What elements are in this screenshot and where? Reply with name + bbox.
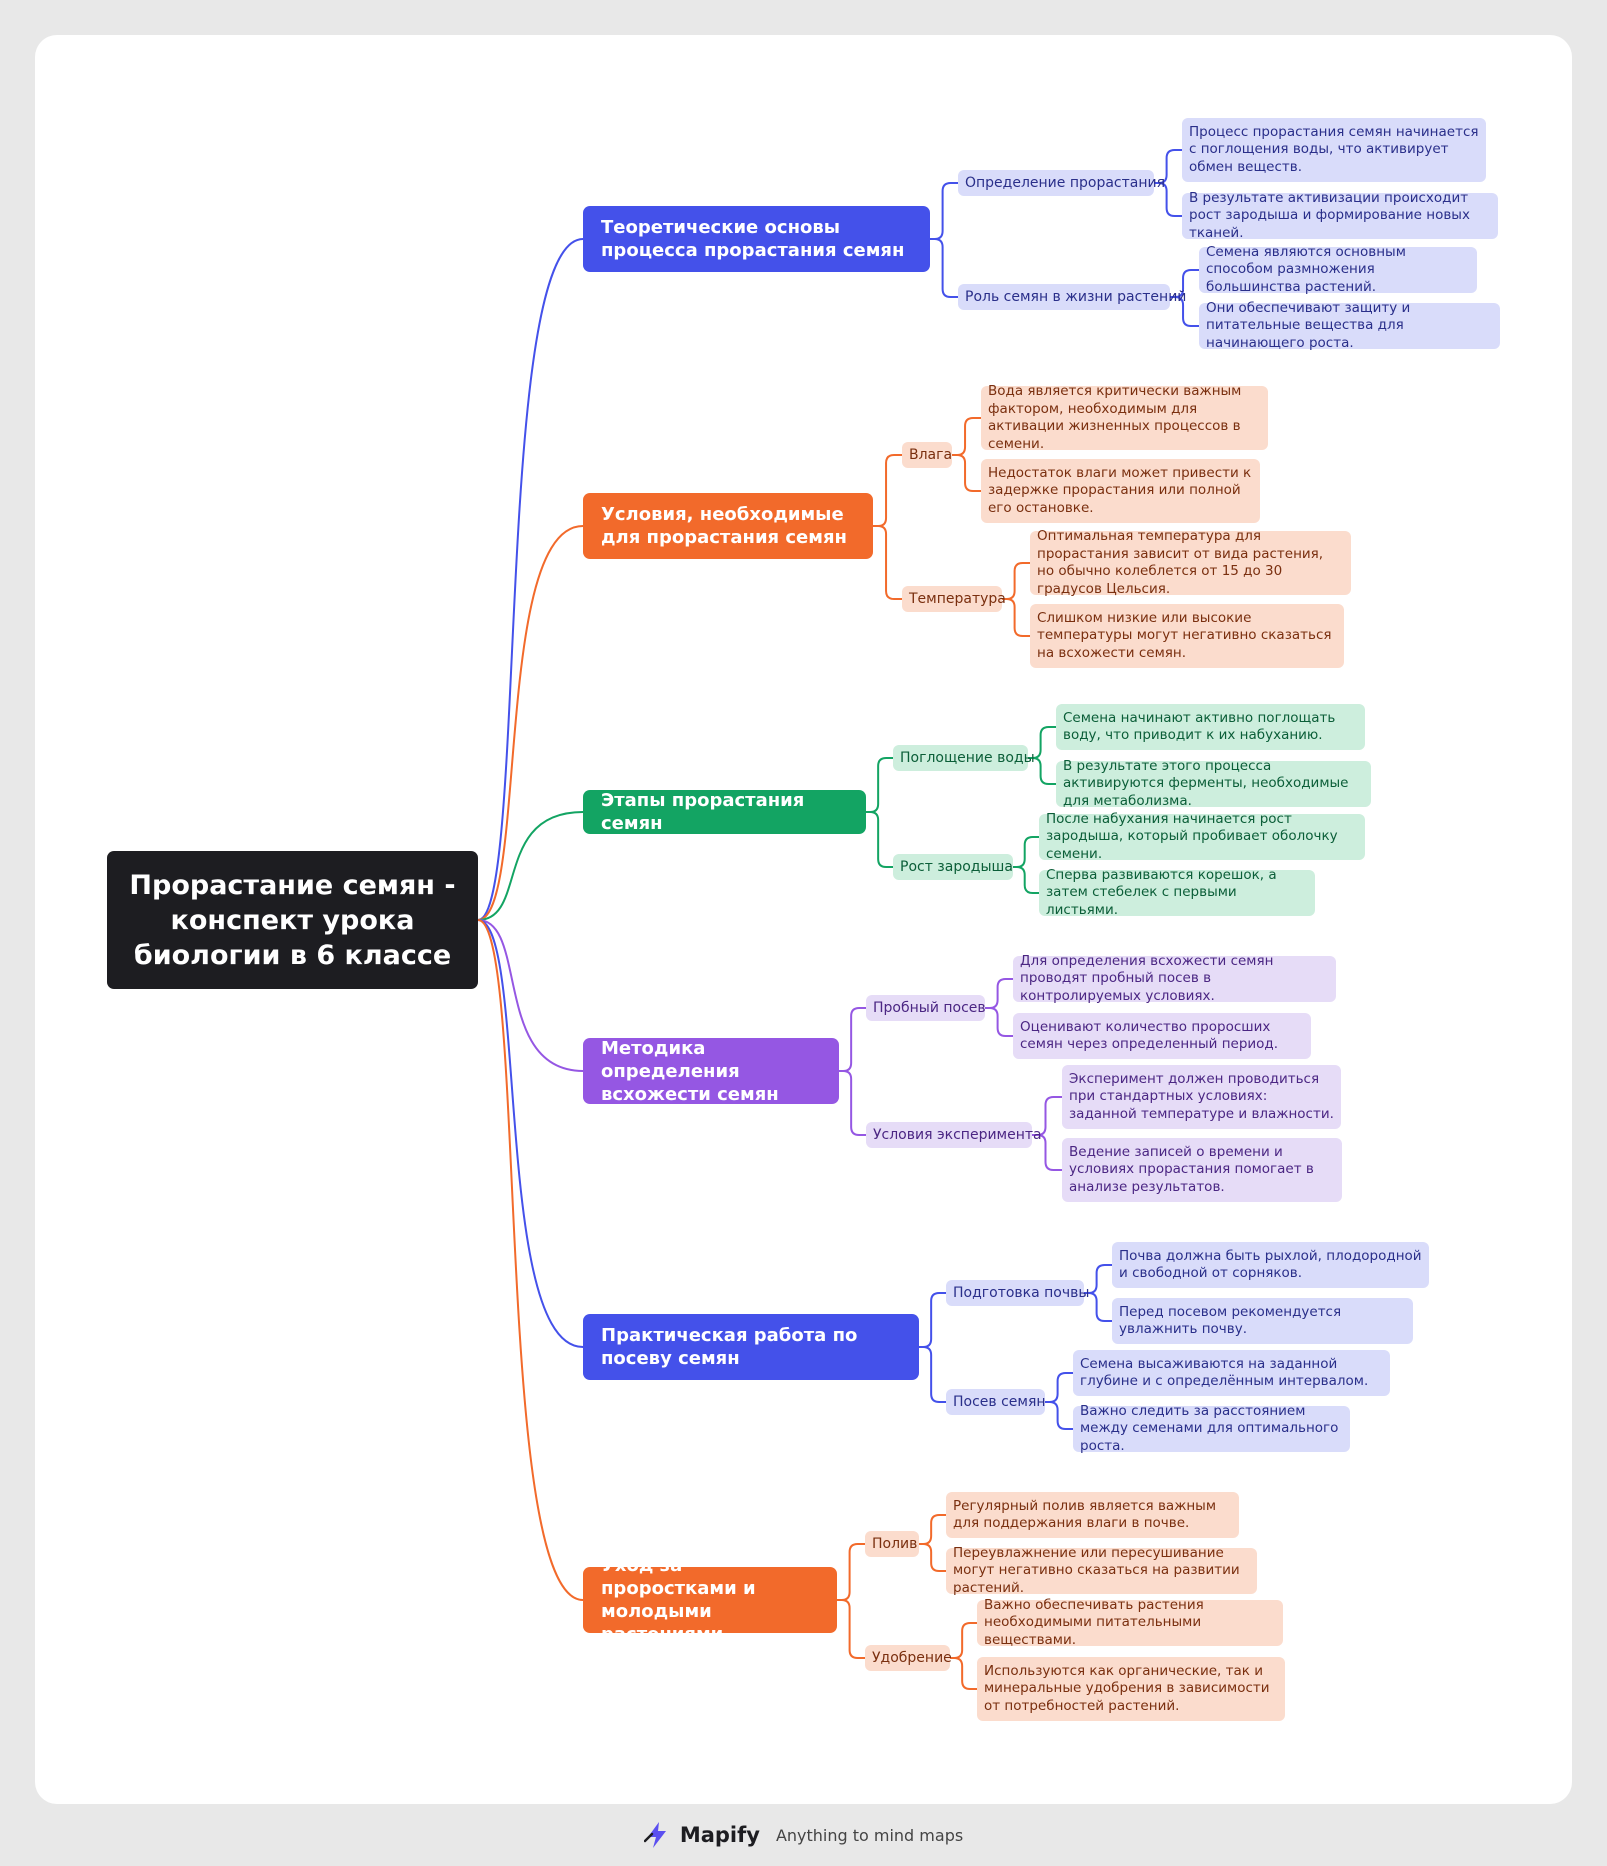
subtopic-title: Посев семян <box>953 1394 1046 1410</box>
branch-title: Теоретические основы процесса прорастани… <box>601 217 905 261</box>
footer-tagline: Anything to mind maps <box>775 1825 964 1845</box>
leaf-text: Процесс прорастания семян начинается с п… <box>1189 123 1479 175</box>
leaf-node[interactable]: Используются как органические, так и мин… <box>977 1657 1285 1721</box>
subtopic-title: Подготовка почвы <box>953 1285 1090 1301</box>
leaf-text: Эксперимент должен проводиться при станд… <box>1069 1070 1334 1122</box>
leaf-text: Семена начинают активно поглощать воду, … <box>1063 709 1336 744</box>
leaf-text: В результате активизации происходит рост… <box>1189 189 1470 241</box>
leaf-node[interactable]: Перед посевом рекомендуется увлажнить по… <box>1112 1298 1413 1344</box>
subtopic-node[interactable]: Условия эксперимента <box>866 1122 1042 1148</box>
subtopic-node[interactable]: Влага <box>902 442 952 468</box>
leaf-node[interactable]: Переувлажнение или пересушивание могут н… <box>946 1545 1257 1596</box>
subtopic-node[interactable]: Роль семян в жизни растений <box>958 284 1186 310</box>
subtopic-node[interactable]: Температура <box>902 586 1006 612</box>
leaf-node[interactable]: Сперва развиваются корешок, а затем стеб… <box>1039 867 1315 918</box>
leaf-text: Переувлажнение или пересушивание могут н… <box>953 1544 1240 1596</box>
subtopic-title: Поглощение воды <box>900 750 1035 766</box>
root-title: Прорастание семян - конспект урока биоло… <box>129 869 456 971</box>
subtopic-title: Рост зародыша <box>900 859 1013 875</box>
subtopic-title: Полив <box>872 1536 918 1552</box>
subtopic-title: Пробный посев <box>873 1000 986 1016</box>
leaf-node[interactable]: Слишком низкие или высокие температуры м… <box>1030 604 1344 668</box>
leaf-node[interactable]: Эксперимент должен проводиться при станд… <box>1062 1065 1341 1129</box>
leaf-text: Регулярный полив является важным для под… <box>953 1497 1217 1532</box>
leaf-node[interactable]: Семена являются основным способом размно… <box>1199 244 1477 295</box>
leaf-node[interactable]: Важно обеспечивать растения необходимыми… <box>977 1597 1283 1648</box>
branch-title: Уход за проростками и молодыми растениям… <box>601 1555 756 1645</box>
branch-node[interactable]: Этапы прорастания семян <box>583 790 866 834</box>
footer-brand: Mapify <box>679 1823 760 1847</box>
branch-node[interactable]: Уход за проростками и молодыми растениям… <box>583 1555 837 1645</box>
leaf-text: Используются как органические, так и мин… <box>984 1662 1270 1714</box>
leaf-text: После набухания начинается рост зародыша… <box>1046 810 1338 862</box>
leaf-node[interactable]: Ведение записей о времени и условиях про… <box>1062 1138 1342 1202</box>
leaf-text: Ведение записей о времени и условиях про… <box>1069 1143 1314 1195</box>
leaf-node[interactable]: Оценивают количество проросших семян чер… <box>1013 1013 1311 1059</box>
leaf-node[interactable]: Процесс прорастания семян начинается с п… <box>1182 118 1486 182</box>
leaf-text: Вода является критически важным фактором… <box>988 383 1242 452</box>
leaf-node[interactable]: В результате активизации происходит рост… <box>1182 190 1498 241</box>
leaf-text: Недостаток влаги может привести к задерж… <box>988 464 1252 516</box>
branch-node[interactable]: Условия, необходимые для прорастания сем… <box>583 493 873 559</box>
root-node[interactable]: Прорастание семян - конспект урока биоло… <box>107 851 478 989</box>
branch-title: Практическая работа по посеву семян <box>601 1325 858 1369</box>
branch-node[interactable]: Теоретические основы процесса прорастани… <box>583 206 930 272</box>
leaf-node[interactable]: Важно следить за расстоянием между семен… <box>1073 1403 1350 1454</box>
subtopic-title: Роль семян в жизни растений <box>965 289 1187 305</box>
leaf-node[interactable]: После набухания начинается рост зародыша… <box>1039 811 1365 862</box>
leaf-text: Важно обеспечивать растения необходимыми… <box>984 1596 1204 1648</box>
subtopic-node[interactable]: Подготовка почвы <box>946 1280 1089 1306</box>
subtopic-title: Определение прорастания <box>965 175 1166 191</box>
mapify-logo-icon <box>643 1822 666 1848</box>
leaf-text: Сперва развиваются корешок, а затем стеб… <box>1046 866 1277 918</box>
subtopic-title: Условия эксперимента <box>873 1127 1042 1143</box>
leaf-text: Важно следить за расстоянием между семен… <box>1080 1402 1339 1454</box>
subtopic-node[interactable]: Пробный посев <box>866 995 986 1021</box>
leaf-text: Для определения всхожести семян проводят… <box>1020 952 1274 1004</box>
subtopic-title: Влага <box>909 447 953 463</box>
leaf-text: В результате этого процесса активируются… <box>1063 757 1349 809</box>
leaf-node[interactable]: Недостаток влаги может привести к задерж… <box>981 459 1260 523</box>
subtopic-title: Удобрение <box>872 1650 952 1666</box>
leaf-node[interactable]: Для определения всхожести семян проводят… <box>1013 953 1336 1004</box>
leaf-text: Семена являются основным способом размно… <box>1206 243 1406 295</box>
footer: Mapify Anything to mind maps <box>0 1815 1607 1855</box>
leaf-node[interactable]: Регулярный полив является важным для под… <box>946 1492 1239 1538</box>
subtopic-node[interactable]: Определение прорастания <box>958 170 1165 196</box>
subtopic-node[interactable]: Рост зародыша <box>893 854 1013 880</box>
subtopic-node[interactable]: Полив <box>865 1531 919 1557</box>
subtopic-title: Температура <box>909 591 1006 607</box>
leaf-text: Перед посевом рекомендуется увлажнить по… <box>1119 1303 1342 1338</box>
branch-title: Условия, необходимые для прорастания сем… <box>601 504 847 548</box>
subtopic-node[interactable]: Поглощение воды <box>893 745 1035 771</box>
branch-node[interactable]: Практическая работа по посеву семян <box>583 1314 919 1380</box>
branch-title: Этапы прорастания семян <box>601 790 805 834</box>
leaf-text: Семена высаживаются на заданной глубине … <box>1080 1355 1369 1390</box>
subtopic-node[interactable]: Удобрение <box>865 1645 952 1671</box>
leaf-node[interactable]: Почва должна быть рыхлой, плодородной и … <box>1112 1242 1429 1288</box>
leaf-node[interactable]: Оптимальная температура для прорастания … <box>1030 528 1351 597</box>
leaf-text: Оптимальная температура для прорастания … <box>1037 528 1324 597</box>
leaf-node[interactable]: Семена начинают активно поглощать воду, … <box>1056 704 1365 750</box>
leaf-text: Оценивают количество проросших семян чер… <box>1020 1018 1279 1053</box>
leaf-text: Слишком низкие или высокие температуры м… <box>1037 609 1332 661</box>
leaf-text: Они обеспечивают защиту и питательные ве… <box>1206 299 1411 351</box>
branch-node[interactable]: Методика определения всхожести семян <box>583 1037 839 1105</box>
leaf-text: Почва должна быть рыхлой, плодородной и … <box>1119 1247 1422 1282</box>
leaf-node[interactable]: Вода является критически важным фактором… <box>981 383 1268 452</box>
subtopic-node[interactable]: Посев семян <box>946 1389 1046 1415</box>
leaf-node[interactable]: Они обеспечивают защиту и питательные ве… <box>1199 300 1500 351</box>
leaf-node[interactable]: В результате этого процесса активируются… <box>1056 758 1371 809</box>
leaf-node[interactable]: Семена высаживаются на заданной глубине … <box>1073 1350 1390 1396</box>
branch-title: Методика определения всхожести семян <box>601 1037 779 1105</box>
